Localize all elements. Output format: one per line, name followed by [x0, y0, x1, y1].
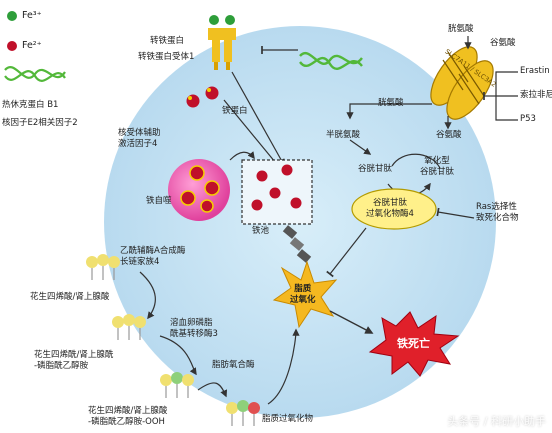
autophagosome-icon	[168, 159, 230, 221]
cystine-top-label: 胱氨酸	[448, 24, 474, 34]
transferrin-receptor-icon	[208, 15, 236, 70]
erastin-label: Erastin	[520, 66, 550, 76]
transferrin-label: 转铁蛋白	[150, 36, 185, 46]
watermark: 头条号 / 科研小助手	[447, 415, 546, 428]
glutamate-top-label: 谷氨酸	[490, 38, 516, 48]
iron-pool-label: 铁池	[252, 226, 270, 236]
ferritin-icon	[186, 86, 219, 108]
iron-pool-fe2-icons	[251, 164, 302, 211]
fe2-legend-icon	[7, 41, 17, 51]
gssg-label: 氧化型 谷胱甘肽	[420, 156, 455, 177]
ferritin-label: 铁蛋白	[222, 106, 248, 116]
ras-label: Ras选择性 致死化合物	[476, 202, 519, 223]
ferroptosis-label: 铁死亡	[397, 337, 430, 350]
lipid-molecule-2	[112, 314, 146, 340]
glutamate-in-label: 谷氨酸	[436, 130, 462, 140]
system-xc-transporter-icon	[430, 46, 494, 120]
lipid-perox-label: 脂质 过氧化	[290, 284, 316, 305]
hsp-legend-label: 热休克蛋白 B1	[2, 100, 59, 110]
cysteine-label: 半胱氨酸	[326, 130, 361, 140]
lipid-molecule-1	[86, 254, 120, 280]
autophagosome-label: 铁自噬	[146, 196, 172, 206]
cystine-in-label: 胱氨酸	[378, 98, 404, 108]
lipid-molecule-3	[160, 372, 194, 398]
aa-label: 花生四烯酸/肾上腺酸	[30, 292, 110, 302]
dna-legend-icon	[4, 66, 66, 82]
lpcat3-label: 溶血卵磷脂 酰基转移酶3	[170, 318, 218, 339]
nrf2-legend-label: 核因子E2相关因子2	[2, 118, 78, 128]
fe2-legend-label: Fe²⁺	[22, 40, 42, 51]
p53-label: P53	[520, 114, 536, 124]
gsh-label: 谷胱甘肽	[358, 164, 393, 174]
fe3-legend-label: Fe³⁺	[22, 10, 42, 21]
fenton-chain-icon	[282, 225, 312, 263]
tfr1-label: 转铁蛋白受体1	[138, 52, 195, 62]
sorafenib-label: 索拉非尼	[520, 90, 552, 100]
aa-pe-ooh-label: 花生四烯酸/肾上腺酸 -磷脂酰乙醇胺-OOH	[88, 406, 168, 427]
ncoa4-label: 核受体辅助 激活因子4	[118, 128, 161, 149]
fe3-legend-icon	[7, 11, 17, 21]
gpx4-ellipse	[351, 188, 437, 230]
ferroptosis-burst	[368, 311, 460, 377]
lipid-peroxidation-star	[272, 260, 338, 329]
dna-icon	[299, 52, 363, 71]
aa-pe-label: 花生四烯酰/肾上腺酰 -磷脂酰乙醇胺	[34, 350, 114, 371]
lipid-molecule-4	[226, 400, 260, 426]
lox-label: 脂肪氧合酶	[212, 360, 255, 370]
lipid-peroxide-label: 脂质过氧化物	[262, 414, 314, 424]
acsl4-label: 乙酰辅酶A合成酶 长链家族4	[120, 246, 186, 267]
gpx4-label: 谷胱甘肽 过氧化物酶4	[366, 198, 414, 219]
